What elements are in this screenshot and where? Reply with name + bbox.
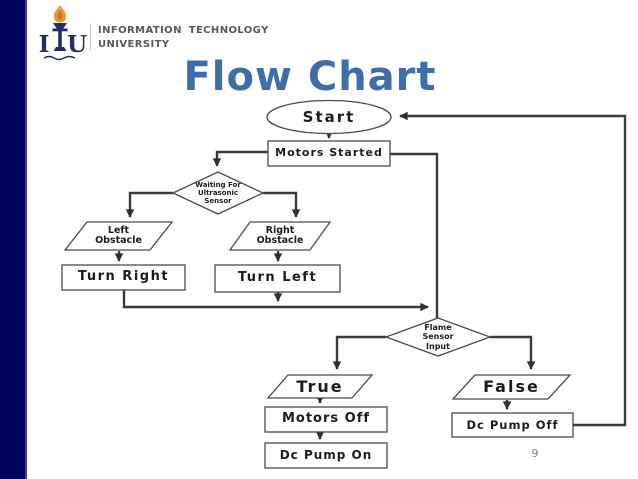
itu-logo: I U — [28, 2, 92, 66]
edge-waiting-to-right-obstacle — [263, 191, 301, 218]
edge-motors-started-to-waiting — [212, 150, 268, 167]
logo-divider — [90, 23, 91, 51]
edge-flame-to-false — [490, 335, 536, 370]
itu-torch-logo-icon: I U — [39, 5, 87, 61]
node-turn-right-shape — [61, 264, 186, 291]
university-name-line1: INFORMATION TECHNOLOGY — [98, 25, 269, 36]
edge-dc-pump-off-to-start — [399, 111, 627, 427]
node-start-shape — [266, 99, 392, 135]
edge-waiting-to-left-obstacle — [125, 191, 173, 218]
node-left-obstacle-shape — [63, 221, 174, 251]
page-number: 9 — [531, 447, 539, 460]
torch-body — [52, 23, 68, 51]
connector-lines — [114, 111, 627, 440]
node-right-obstacle-shape — [228, 221, 332, 251]
university-name-line2: UNIVERSITY — [98, 39, 170, 50]
node-motors-off-shape — [264, 406, 388, 433]
node-flame-shape — [384, 317, 492, 357]
node-waiting-shape — [171, 171, 265, 215]
node-false-shape — [451, 374, 572, 400]
logo-letter-left: I — [39, 31, 50, 58]
node-dc-pump-off-shape — [451, 412, 574, 438]
node-motors-started-shape — [267, 140, 391, 167]
node-dc-pump-on-shape — [264, 442, 388, 469]
node-shapes — [61, 99, 574, 469]
page-title: Flow Chart — [183, 54, 437, 100]
node-true-shape — [266, 374, 374, 399]
node-turn-left-shape — [214, 264, 341, 293]
edge-flame-to-true — [332, 335, 386, 370]
urdu-script-line — [43, 55, 76, 61]
left-accent-bar — [0, 0, 27, 479]
edge-motors-started-to-flame — [390, 152, 439, 330]
edge-turn-right-to-flame — [122, 290, 429, 312]
logo-letter-right: U — [67, 31, 87, 58]
